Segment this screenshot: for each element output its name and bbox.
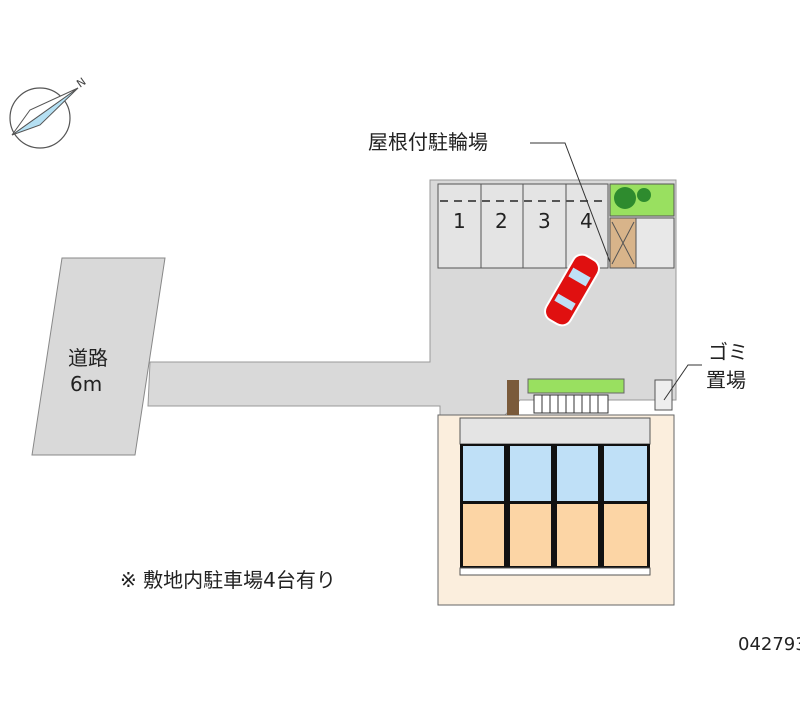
bicycle-parking-label: 屋根付駐輪場 <box>368 130 488 154</box>
garbage-area <box>654 379 673 411</box>
svg-text:2: 2 <box>495 209 508 233</box>
garbage-leader-line <box>663 364 702 401</box>
stairs <box>533 394 609 414</box>
parking-note: ※ 敷地内駐車場4台有り <box>120 568 336 592</box>
planter <box>527 378 625 394</box>
svg-text:1: 1 <box>453 209 466 233</box>
road-label: 道路 <box>68 346 108 370</box>
road-width-label: 6m <box>70 372 103 396</box>
car-icon <box>544 253 600 327</box>
north-compass-icon: N <box>9 75 88 149</box>
apartment-building <box>459 417 651 576</box>
garbage-label-line2: 置場 <box>706 368 746 392</box>
bicycle-icon <box>611 221 635 265</box>
svg-text:4: 4 <box>580 209 593 233</box>
garbage-label-line1: ゴミ <box>708 340 748 364</box>
road <box>31 257 166 456</box>
property-code: 042793 <box>738 634 800 655</box>
tree-icon <box>614 187 636 209</box>
svg-text:N: N <box>74 75 88 90</box>
bicycle-leader-line <box>530 142 611 263</box>
svg-text:3: 3 <box>538 209 551 233</box>
hedge <box>507 380 519 415</box>
